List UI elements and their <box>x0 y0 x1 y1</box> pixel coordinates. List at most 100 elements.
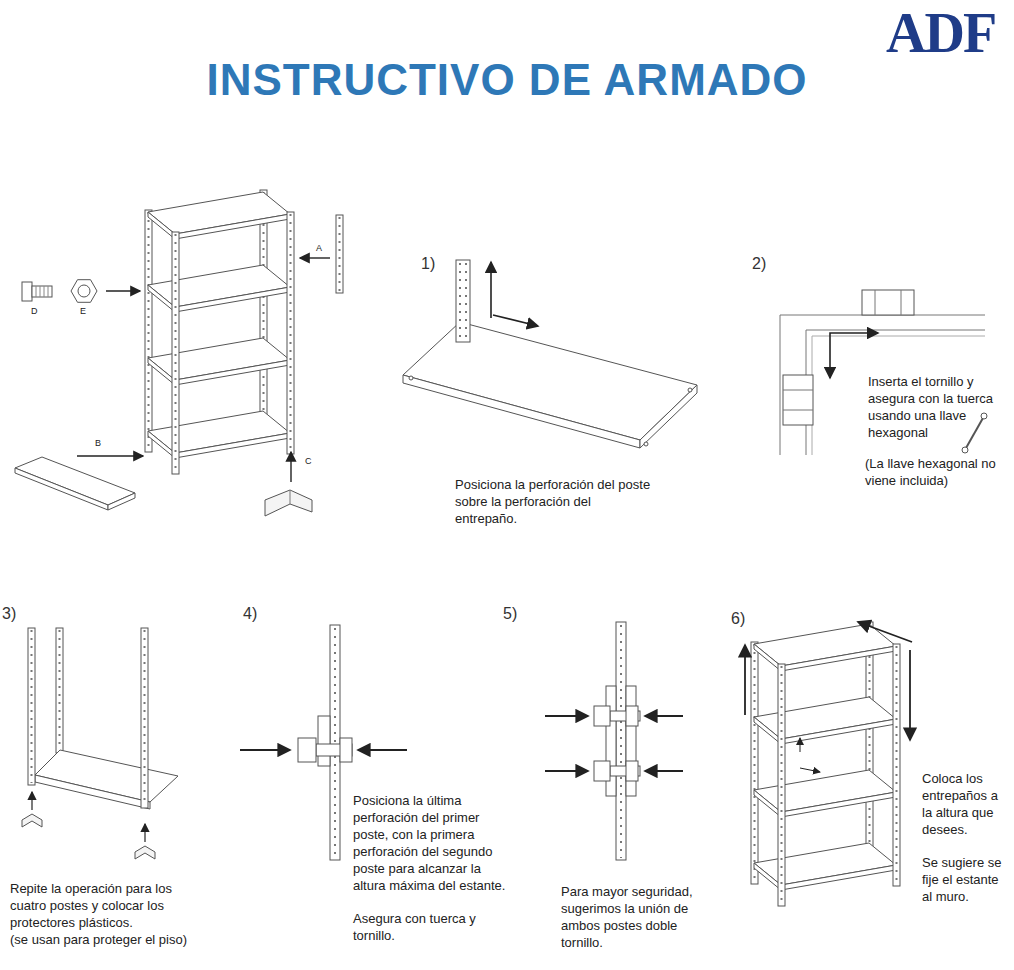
step6-figure-part <box>909 650 911 740</box>
step-number: 4) <box>243 605 257 623</box>
step2-figure-part <box>981 413 987 419</box>
nut-part-part <box>71 280 97 303</box>
post-part-part <box>339 217 341 291</box>
step4-figure-part <box>334 628 336 858</box>
step3-figure <box>22 628 178 859</box>
step1-figure <box>403 260 697 448</box>
step2-figure-part <box>862 290 914 315</box>
step5-figure-part <box>594 706 610 726</box>
instruction-note: Se sugiere se fije el estante al muro. <box>922 854 1010 905</box>
step5-figure-part <box>626 761 638 781</box>
step3-figure-part <box>56 628 63 753</box>
step3-figure-part <box>135 846 155 859</box>
step1-figure-part <box>688 388 692 392</box>
post-part <box>300 215 343 293</box>
part-letter: D <box>31 306 38 317</box>
step4-figure-part <box>330 625 340 860</box>
step5-figure-part <box>620 625 622 858</box>
instruction-note: Coloca los entrepaños a la altura que de… <box>922 770 1010 838</box>
step6-figure <box>745 622 912 906</box>
bolt-part-part <box>36 286 48 297</box>
page-title: INSTRUCTIVO DE ARMADO <box>0 55 1014 105</box>
protector-part-part <box>265 490 312 516</box>
nut-part-part <box>78 285 90 297</box>
step3-figure-part <box>28 628 35 785</box>
step6-figure-part <box>751 622 900 906</box>
step1-figure-part <box>456 260 470 342</box>
instruction-note: Posiciona la última perforación del prim… <box>353 792 511 894</box>
nut-part <box>71 280 140 303</box>
step1-figure-part <box>493 315 538 326</box>
bolt-part <box>22 282 52 301</box>
step2-figure-part <box>830 333 878 378</box>
brand-logo: ADF <box>886 2 995 64</box>
step5-figure-part <box>645 715 683 717</box>
instruction-note: (La llave hexagonal no viene incluida) <box>865 455 1010 489</box>
instruction-note: Repite la operación para los cuatro post… <box>10 880 205 931</box>
step4-figure-part <box>298 738 316 762</box>
step-number: 6) <box>731 610 745 628</box>
step2-figure-part <box>783 390 813 391</box>
shelf-unit <box>145 190 294 474</box>
step2-figure-part <box>783 410 813 411</box>
instruction-note: Inserta el tornillo y asegura con la tue… <box>868 373 1010 441</box>
shelf-part <box>15 456 143 510</box>
post-part-part <box>300 257 330 258</box>
step6-figure-part <box>800 738 801 752</box>
step3-figure-part <box>141 628 148 808</box>
step4-figure-part <box>240 749 290 751</box>
part-letter: E <box>80 306 86 317</box>
step5-figure-part <box>594 761 610 781</box>
step2-figure-part <box>966 418 983 448</box>
step-number: 2) <box>752 255 766 273</box>
step3-figure-part <box>144 824 145 842</box>
step2-figure-part <box>780 315 781 455</box>
step6-figure-part <box>744 645 746 715</box>
step-number: 3) <box>2 605 16 623</box>
step6-figure-part <box>858 622 912 642</box>
step1-figure-part <box>459 263 461 340</box>
shelf-part-part <box>77 455 143 456</box>
bolt-part-part <box>32 286 52 297</box>
protector-part-part <box>290 452 291 482</box>
step5-figure-part <box>616 622 626 860</box>
step2-figure-part <box>875 290 876 315</box>
step1-figure-part <box>403 375 640 448</box>
step3-figure-part <box>144 630 146 806</box>
step4-figure-part <box>340 738 352 762</box>
nut-part-part <box>106 290 140 291</box>
instruction-note: Asegura con tuerca y tornillo. <box>353 910 511 944</box>
bolt-part-part <box>22 282 32 301</box>
step6-figure-part <box>800 768 820 772</box>
step3-figure-part <box>35 775 150 809</box>
step1-figure-part <box>409 376 413 380</box>
protector-part-part <box>290 490 291 504</box>
step3-figure-part <box>31 792 32 810</box>
step2-figure-part <box>812 336 985 337</box>
step5-figure-part <box>645 770 683 772</box>
step1-figure-part <box>490 262 492 318</box>
step5-figure <box>545 622 683 860</box>
step-number: 1) <box>421 255 435 273</box>
step2-figure-part <box>783 375 813 425</box>
step4-figure-part <box>358 749 407 751</box>
step1-figure-part <box>640 385 697 448</box>
protector-part <box>265 452 312 516</box>
shelf-unit-part <box>145 190 294 474</box>
step1-figure-part <box>644 442 648 446</box>
instruction-note: Posiciona la perforación del poste sobre… <box>455 476 655 527</box>
step5-figure-part <box>545 715 588 717</box>
step3-figure-part <box>59 630 61 750</box>
instruction-note: (se usan para proteger el piso) <box>10 931 205 948</box>
instruction-note: Para mayor seguridad, sugerimos la unión… <box>561 883 716 951</box>
step3-figure-part <box>22 814 42 827</box>
part-letter: C <box>305 456 312 467</box>
step2-figure-part <box>806 330 985 331</box>
step2-figure-part <box>901 290 902 315</box>
step5-figure-part <box>545 770 588 772</box>
post-part-part <box>336 215 343 293</box>
step2-figure-part <box>962 447 968 453</box>
shelf-part-part <box>15 457 135 505</box>
shelf-part-part <box>15 468 108 510</box>
